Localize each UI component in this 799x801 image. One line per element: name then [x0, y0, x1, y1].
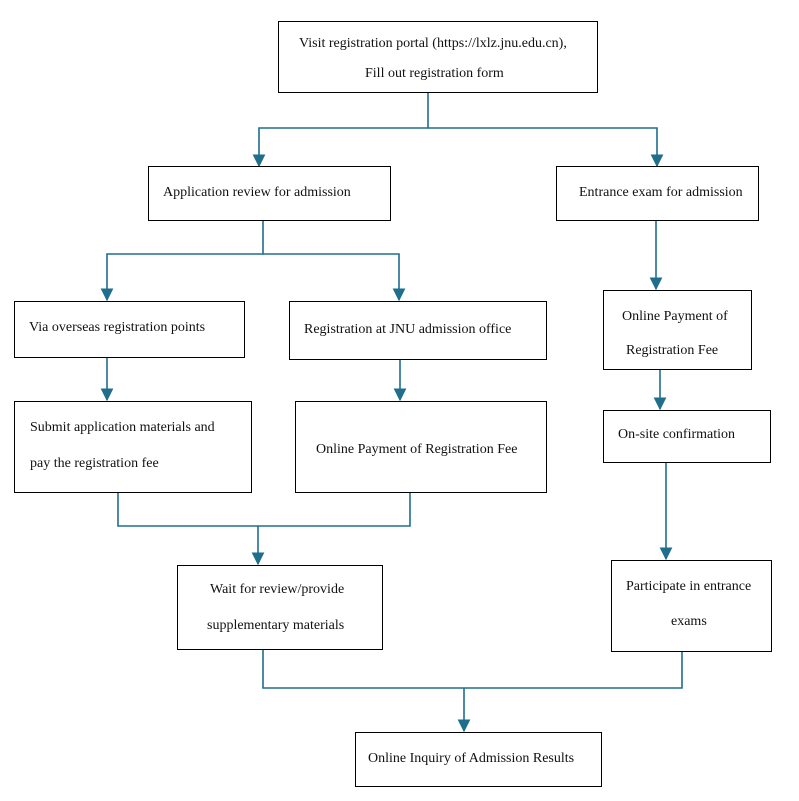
wait-review-node-line-1: Wait for review/provide [210, 582, 345, 597]
onsite-confirmation-node: On-site confirmation [603, 410, 771, 463]
entrance-exam-node-label: Entrance exam for admission [579, 185, 743, 200]
app-review-node-label: Application review for admission [163, 185, 351, 200]
overseas-points-node: Via overseas registration points [14, 301, 245, 358]
portal-node-line-2: Fill out registration form [365, 66, 504, 81]
submit-materials-node-line-2: pay the registration fee [30, 456, 159, 471]
inquiry-results-node: Online Inquiry of Admission Results [355, 732, 602, 787]
wait-review-node: Wait for review/provide supplementary ma… [177, 565, 383, 650]
connector-merge-to-wait-review [117, 493, 411, 527]
wait-review-node-line-2: supplementary materials [207, 618, 345, 633]
connector-app-review-to-jnu-office [263, 253, 406, 302]
exam-online-payment-node: Online Payment of Registration Fee [603, 290, 752, 370]
submit-materials-node-line-1: Submit application materials and [30, 420, 215, 435]
entrance-exam-node: Entrance exam for admission [556, 166, 759, 221]
jnu-office-node: Registration at JNU admission office [289, 301, 547, 360]
onsite-confirmation-node-label: On-site confirmation [618, 427, 736, 442]
overseas-points-node-label: Via overseas registration points [29, 320, 206, 335]
participate-exams-node: Participate in entrance exams [611, 560, 772, 652]
exam-online-payment-node-line-1: Online Payment of [622, 309, 728, 324]
connector-final-merge [262, 650, 683, 689]
participate-exams-node-line-1: Participate in entrance [626, 579, 752, 594]
connector-app-review-to-overseas [100, 221, 264, 302]
app-review-node: Application review for admission [148, 166, 391, 221]
jnu-online-payment-node-label: Online Payment of Registration Fee [316, 442, 518, 457]
inquiry-results-node-label: Online Inquiry of Admission Results [368, 751, 575, 766]
jnu-office-node-label: Registration at JNU admission office [304, 322, 512, 337]
jnu-online-payment-node: Online Payment of Registration Fee [295, 401, 547, 493]
submit-materials-node: Submit application materials and pay the… [14, 401, 252, 493]
participate-exams-node-line-2: exams [671, 614, 707, 629]
exam-online-payment-node-line-2: Registration Fee [626, 343, 719, 358]
portal-node-line-1: Visit registration portal (https://lxlz.… [299, 36, 567, 51]
connector-portal-to-entrance-exam [428, 127, 664, 168]
connector-portal-to-app-review [252, 92, 429, 168]
portal-node: Visit registration portal (https://lxlz.… [278, 21, 598, 93]
